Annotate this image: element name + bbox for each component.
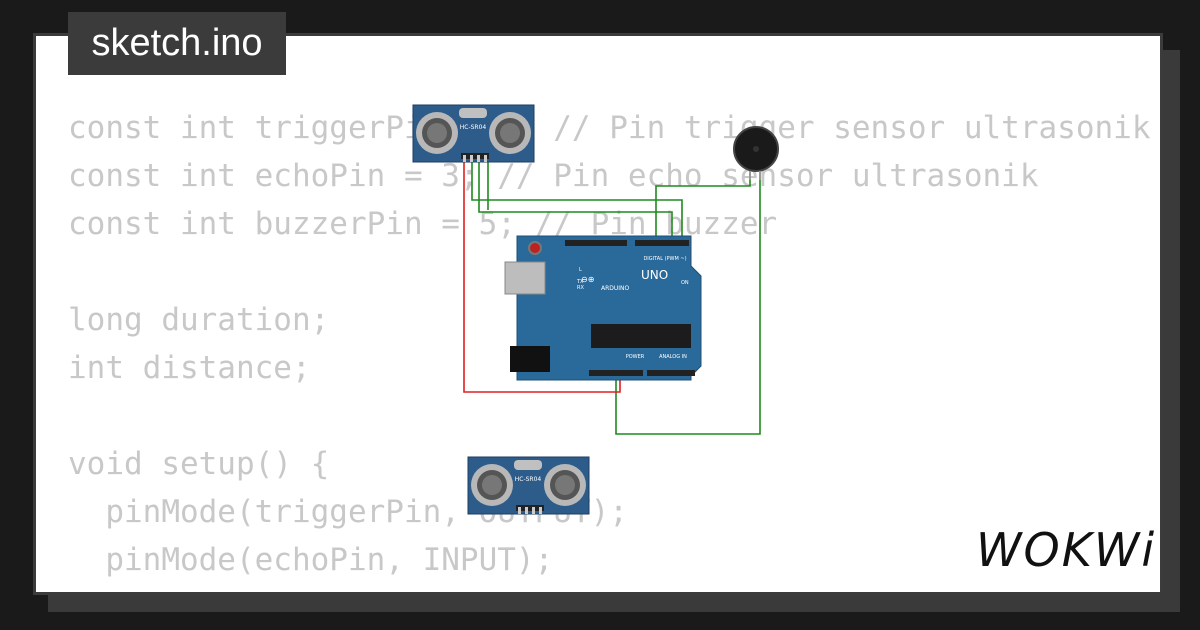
led-tx-label: TX (576, 279, 584, 285)
ultrasonic-sensor-top[interactable]: HC-SR04 (412, 104, 535, 163)
code-line: const int echoPin = 3; // Pin echo senso… (68, 158, 1039, 194)
file-tab[interactable]: sketch.ino (68, 12, 286, 75)
board-model: UNO (641, 268, 668, 282)
board-brand: ARDUINO (601, 285, 630, 292)
wire-buzzer-signal (655, 166, 751, 240)
code-line: int distance; (68, 350, 311, 386)
ultrasonic-sensor-bottom[interactable]: HC-SR04 (467, 456, 590, 515)
code-line: pinMode(buzzerPin, OUTPUT); (68, 584, 1151, 592)
wire-echo (478, 162, 673, 240)
code-line: pinMode(echoPin, INPUT); (68, 542, 554, 578)
led-on-label: ON (681, 280, 689, 286)
sensor-label: HC-SR04 (515, 476, 542, 483)
led-rx-label: RX (577, 285, 584, 291)
sensor-label: HC-SR04 (460, 124, 487, 131)
code-line: long duration; (68, 302, 330, 338)
wire-buzzer-ground (615, 166, 761, 435)
wire-trigger (471, 162, 683, 240)
wokwi-logo: WOKWi (976, 523, 1157, 577)
digital-label: DIGITAL (PWM ~) (643, 256, 686, 262)
arduino-logo-icon: ⊖⊕ (581, 275, 594, 284)
wire-vcc (463, 162, 621, 393)
code-line: void setup() { (68, 446, 330, 482)
code-editor: const int triggerPin = 3; // Pin trigger… (68, 104, 1151, 592)
led-l-label: L (579, 267, 582, 273)
arduino-uno-board[interactable]: DIGITAL (PWM ~) ⊖⊕ UNO ARDUINO L TX RX O… (504, 235, 702, 381)
analog-label: ANALOG IN (659, 354, 687, 360)
power-label: POWER (626, 354, 645, 360)
code-line: pinMode(triggerPin, OUTPUT); (68, 494, 628, 530)
buzzer[interactable] (733, 126, 779, 180)
